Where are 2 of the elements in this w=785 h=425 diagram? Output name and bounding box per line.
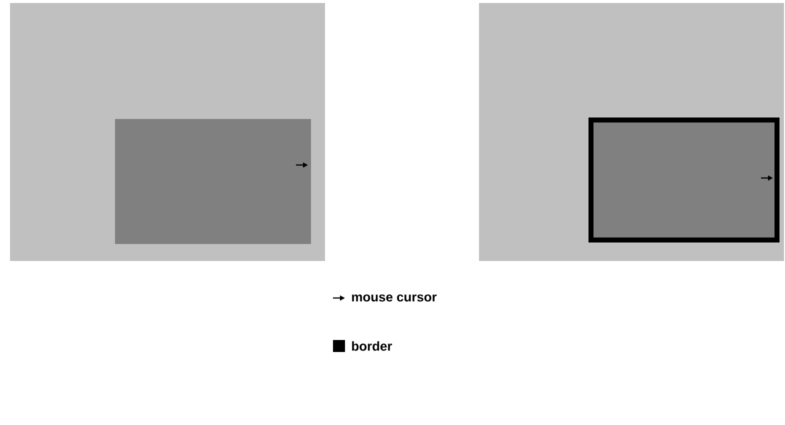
legend-label: border — [352, 341, 392, 351]
legend-label: mouse cursor — [352, 294, 437, 302]
